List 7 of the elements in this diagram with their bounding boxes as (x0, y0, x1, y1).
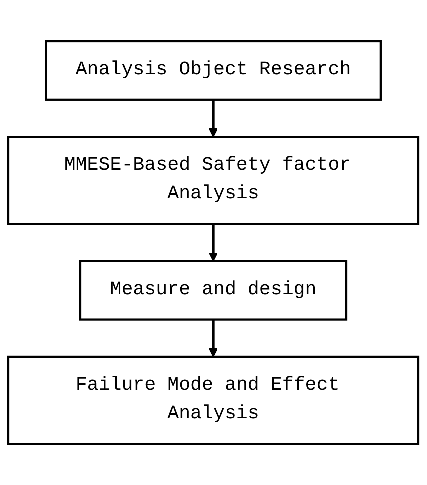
node-box: Failure Mode and Effect Analysis (7, 356, 420, 445)
arrow (208, 224, 218, 262)
arrow (208, 100, 218, 138)
arrow (208, 320, 218, 358)
node-box: Analysis Object Research (45, 40, 382, 101)
node-box: Measure and design (79, 260, 348, 321)
node-box: MMESE-Based Safety factor Analysis (7, 136, 420, 225)
